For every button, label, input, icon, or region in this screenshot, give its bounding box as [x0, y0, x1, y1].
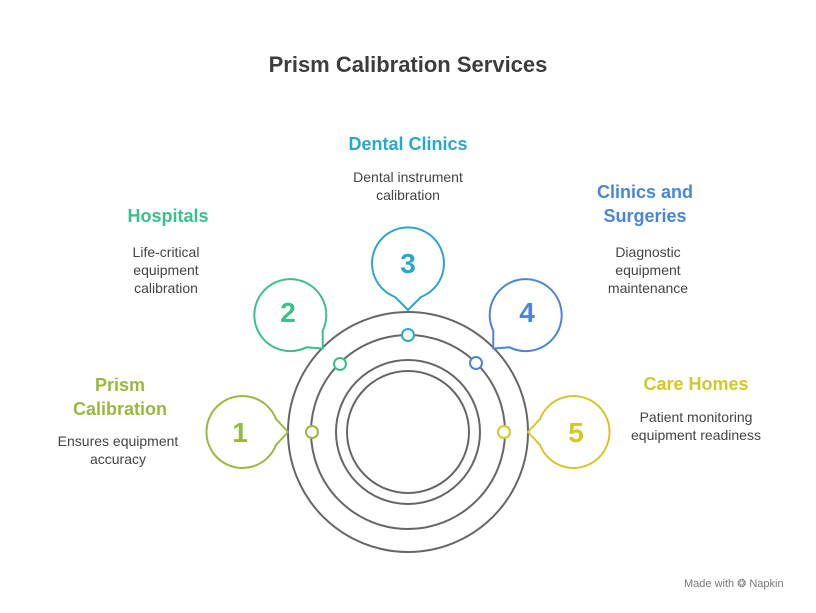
heading-prism-calibration: Prism Calibration: [72, 375, 167, 419]
outer-ring: [287, 311, 529, 553]
footer-text: Made with: [684, 577, 735, 590]
heading-care-homes: Care Homes: [643, 374, 749, 394]
marker-dot-4: [469, 356, 483, 370]
inner-ring: [346, 370, 470, 494]
bubble-2: [253, 278, 328, 353]
desc-hospitals: Life-critical equipment calibration: [132, 244, 200, 296]
number-3: 3: [400, 248, 416, 279]
bubble-3: [371, 226, 445, 311]
marker-dot-2: [333, 357, 347, 371]
footer-brand: Napkin: [749, 577, 784, 590]
desc-care-homes: Patient monitoring equipment readiness: [631, 409, 761, 443]
marker-dot-1: [305, 425, 319, 439]
desc-dental-clinics: Dental instrument calibration: [353, 169, 463, 203]
heading-clinics-and-surgeries: Clinics and Surgeries: [596, 182, 694, 226]
number-4: 4: [519, 297, 535, 328]
bubble-5: [527, 395, 611, 469]
bubble-1: [205, 395, 289, 469]
heading-dental-clinics: Dental Clinics: [348, 134, 468, 154]
footer-attribution: Made with ❂ Napkin: [684, 577, 784, 591]
desc-clinics-and-surgeries: Diagnostic equipment maintenance: [607, 244, 689, 296]
heading-hospitals: Hospitals: [127, 206, 209, 226]
marker-dot-5: [497, 425, 511, 439]
napkin-logo-icon: ❂: [737, 578, 747, 590]
diagram-title: Prism Calibration Services: [268, 52, 548, 77]
ring-3: [335, 359, 481, 505]
bubble-4: [488, 278, 563, 353]
number-1: 1: [232, 417, 248, 448]
number-2: 2: [280, 297, 296, 328]
marker-dot-3: [401, 328, 415, 342]
desc-prism-calibration: Ensures equipment accuracy: [57, 433, 179, 467]
number-5: 5: [568, 417, 584, 448]
